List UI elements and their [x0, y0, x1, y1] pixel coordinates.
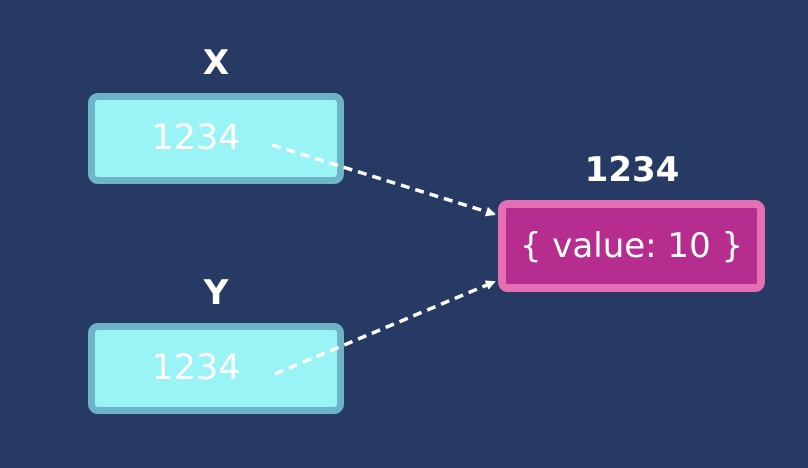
variable-x-box: 1234	[88, 93, 344, 184]
variable-y-label: Y	[203, 273, 229, 313]
object-address-label: 1234	[584, 150, 680, 190]
variable-x-value: 1234	[151, 118, 241, 158]
variable-y-value: 1234	[151, 348, 241, 388]
object-box: { value: 10 }	[498, 200, 765, 292]
variable-x-label: X	[202, 43, 230, 83]
object-content: { value: 10 }	[519, 226, 744, 266]
variable-y-box: 1234	[88, 323, 344, 414]
